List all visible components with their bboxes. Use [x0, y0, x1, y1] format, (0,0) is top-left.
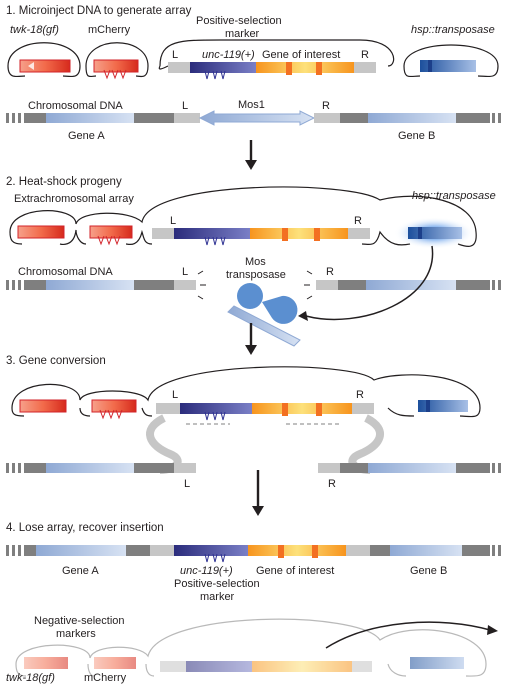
positive-selection-label: Positive-selection — [196, 15, 282, 27]
extrachromosomal-array — [9, 186, 477, 249]
gene-conversion-array — [11, 366, 481, 421]
mos-transposase-enzyme — [227, 283, 301, 347]
mcherry-label-4: mCherry — [84, 672, 127, 684]
step3-left-arm-label: L — [172, 389, 178, 401]
twk18-label: twk-18(gf) — [10, 24, 59, 36]
hsp-transposase-label-2: hsp::transposase — [412, 190, 496, 202]
negative-selection-markers-label: markers — [56, 628, 96, 640]
unc119-label-4: unc-119(+) — [180, 565, 233, 577]
hsp-transposase-plasmid — [403, 44, 499, 78]
transposase-action-arrowhead — [298, 311, 308, 321]
chromosome-4-insertion — [6, 545, 501, 563]
positive-selection-label-4: Positive-selection — [174, 578, 260, 590]
step-2-title: 2. Heat-shock progeny — [6, 176, 122, 188]
mos-label: Mos — [245, 256, 266, 268]
step-arrow-1 — [245, 140, 257, 170]
negative-selection-label: Negative-selection — [34, 615, 125, 627]
goi-label-1: Gene of interest — [262, 49, 340, 61]
step-4-title: 4. Lose array, recover insertion — [6, 522, 164, 534]
step-arrow-2 — [245, 323, 257, 355]
twk18-plasmid — [7, 42, 81, 78]
step1-left-arm-label: L — [172, 49, 178, 61]
transposase-action-arrow — [305, 245, 434, 321]
mcherry-plasmid — [85, 42, 149, 80]
chromosome-3 — [6, 463, 501, 473]
array-loss-arrow — [325, 621, 491, 649]
chrom2-left-label: L — [182, 266, 188, 278]
gene-a-label-4: Gene A — [62, 565, 99, 577]
gene-conversion-template — [146, 414, 384, 474]
array-loss-arrowhead — [487, 625, 498, 635]
chromosomal-dna-label-1: Chromosomal DNA — [28, 100, 123, 112]
gene-b-label-4: Gene B — [410, 565, 447, 577]
step3-right-arm-label: R — [356, 389, 364, 401]
positive-selection-marker-label: marker — [225, 28, 260, 40]
step2-right-arm-label: R — [354, 215, 362, 227]
goi-label-4: Gene of interest — [256, 565, 334, 577]
chromosome-2-excised — [6, 270, 501, 300]
step2-left-arm-label: L — [170, 215, 176, 227]
positive-selection-marker-label-4: marker — [200, 591, 235, 603]
mcherry-label: mCherry — [88, 24, 131, 36]
chrom1-right-label: R — [322, 100, 330, 112]
chrom1-left-label: L — [182, 100, 188, 112]
hsp-transposase-label: hsp::transposase — [411, 24, 495, 36]
mos1-label: Mos1 — [238, 99, 265, 111]
chrom2-right-label: R — [326, 266, 334, 278]
twk18-label-4: twk-18(gf) — [6, 672, 55, 684]
unc119-label-1: unc-119(+) — [202, 49, 255, 61]
gene-b-label-1: Gene B — [398, 130, 435, 142]
chromosome-1 — [6, 110, 501, 126]
chrom3-left-label: L — [184, 478, 190, 490]
extrachromosomal-array-label: Extrachromosomal array — [14, 193, 134, 205]
transposase-label: transposase — [226, 269, 286, 281]
chromosomal-dna-label-2: Chromosomal DNA — [18, 266, 113, 278]
step-3-title: 3. Gene conversion — [6, 355, 106, 367]
gene-a-label-1: Gene A — [68, 130, 105, 142]
chrom3-right-label: R — [328, 478, 336, 490]
step-1-title: 1. Microinject DNA to generate array — [6, 5, 192, 17]
lost-array-faded — [15, 618, 487, 677]
step1-right-arm-label: R — [361, 49, 369, 61]
targeting-plasmid — [158, 39, 395, 80]
step-arrow-3 — [252, 470, 264, 516]
